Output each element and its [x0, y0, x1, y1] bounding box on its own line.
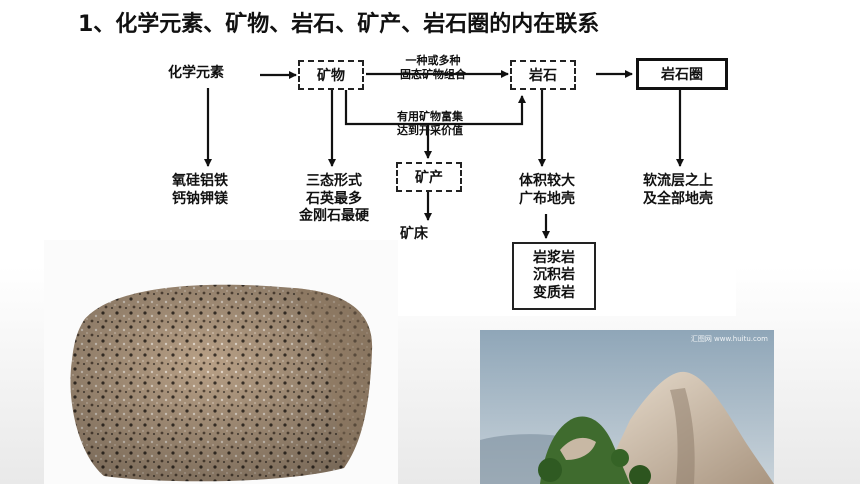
minerals-detail: 三态形式 石英最多 金刚石最硬 [280, 173, 388, 226]
arrow-minerals-to-rocks-enrichment [344, 90, 526, 126]
rocks-label: 岩石 [529, 68, 557, 84]
granite-rock-image [70, 284, 373, 482]
arrow-label-top-line1: 一种或多种 [405, 54, 461, 67]
elements-detail: 氧硅铝铁 钙钠钾镁 [172, 173, 228, 208]
rock-type-igneous: 岩浆岩 [533, 249, 575, 266]
diagram-arrows [204, 70, 684, 239]
lithosphere-detail: 软流层之上 及全部地壳 [626, 173, 730, 208]
arrow-label-bottom-line2: 达到开采价值 [397, 123, 463, 137]
elements-detail-line1: 氧硅铝铁 [172, 173, 228, 189]
lithosphere-detail-line2: 及全部地壳 [643, 190, 713, 207]
arrow-label-top-line2: 固态矿物组合 [400, 67, 466, 81]
arrow-label-bottom-line1: 有用矿物富集 [397, 110, 463, 123]
minerals-detail-line3: 金刚石最硬 [299, 208, 369, 224]
rocks-detail-line2: 广布地壳 [519, 190, 575, 207]
lithosphere-detail-line1: 软流层之上 [643, 173, 713, 189]
rock-type-metamorphic: 变质岩 [533, 284, 575, 301]
rocks-detail-line1: 体积较大 [519, 173, 575, 189]
lithosphere-box: 岩石圈 [636, 58, 728, 90]
photo-watermark: 汇图网 www.huitu.com [690, 335, 768, 343]
ore-box: 矿产 [396, 162, 462, 192]
ore-label: 矿产 [415, 170, 443, 186]
rock-type-sedimentary: 沉积岩 [533, 267, 575, 284]
minerals-label: 矿物 [317, 68, 345, 84]
minerals-detail-line2: 石英最多 [306, 190, 362, 207]
lithosphere-label: 岩石圈 [661, 67, 703, 83]
minerals-detail-line1: 三态形式 [306, 173, 362, 189]
arrow-label-top: 一种或多种 固态矿物组合 [378, 54, 488, 82]
minerals-box: 矿物 [298, 60, 364, 90]
chemical-elements-label: 化学元素 [168, 65, 224, 81]
rocks-detail: 体积较大 广布地壳 [502, 173, 592, 208]
mountain-image [480, 330, 774, 484]
ore-detail: 矿床 [400, 226, 428, 242]
arrow-label-bottom: 有用矿物富集 达到开采价值 [368, 110, 492, 138]
granite-rock-photo [44, 240, 398, 484]
rock-types-box: 岩浆岩 沉积岩 变质岩 [512, 242, 596, 310]
mountain-photo: 汇图网 www.huitu.com [480, 330, 774, 484]
page-title: 1、化学元素、矿物、岩石、矿产、岩石圈的内在联系 [78, 12, 600, 37]
elements-detail-line2: 钙钠钾镁 [172, 190, 228, 207]
rocks-box: 岩石 [510, 60, 576, 90]
